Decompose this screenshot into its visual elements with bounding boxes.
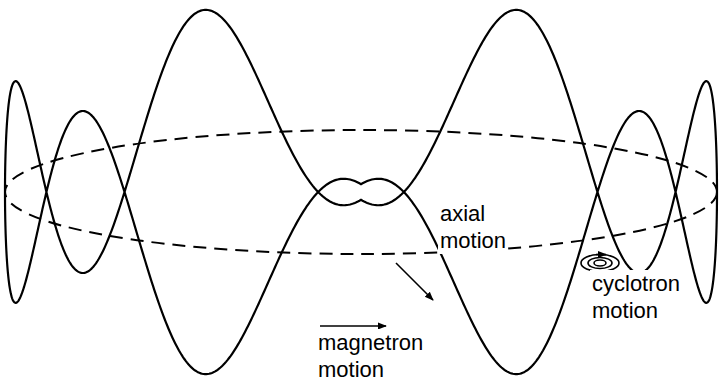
- motion-label: cyclotron motion: [590, 270, 682, 324]
- magnetron-arrow: [320, 325, 386, 327]
- cyclotron-spiral: [581, 255, 619, 272]
- axial-arrow: [396, 263, 433, 300]
- motion-label: axial motion: [438, 200, 508, 254]
- motion-label: magnetron motion: [316, 329, 425, 383]
- magnetron-orbit: [5, 130, 717, 254]
- particle-trajectory: [5, 10, 717, 374]
